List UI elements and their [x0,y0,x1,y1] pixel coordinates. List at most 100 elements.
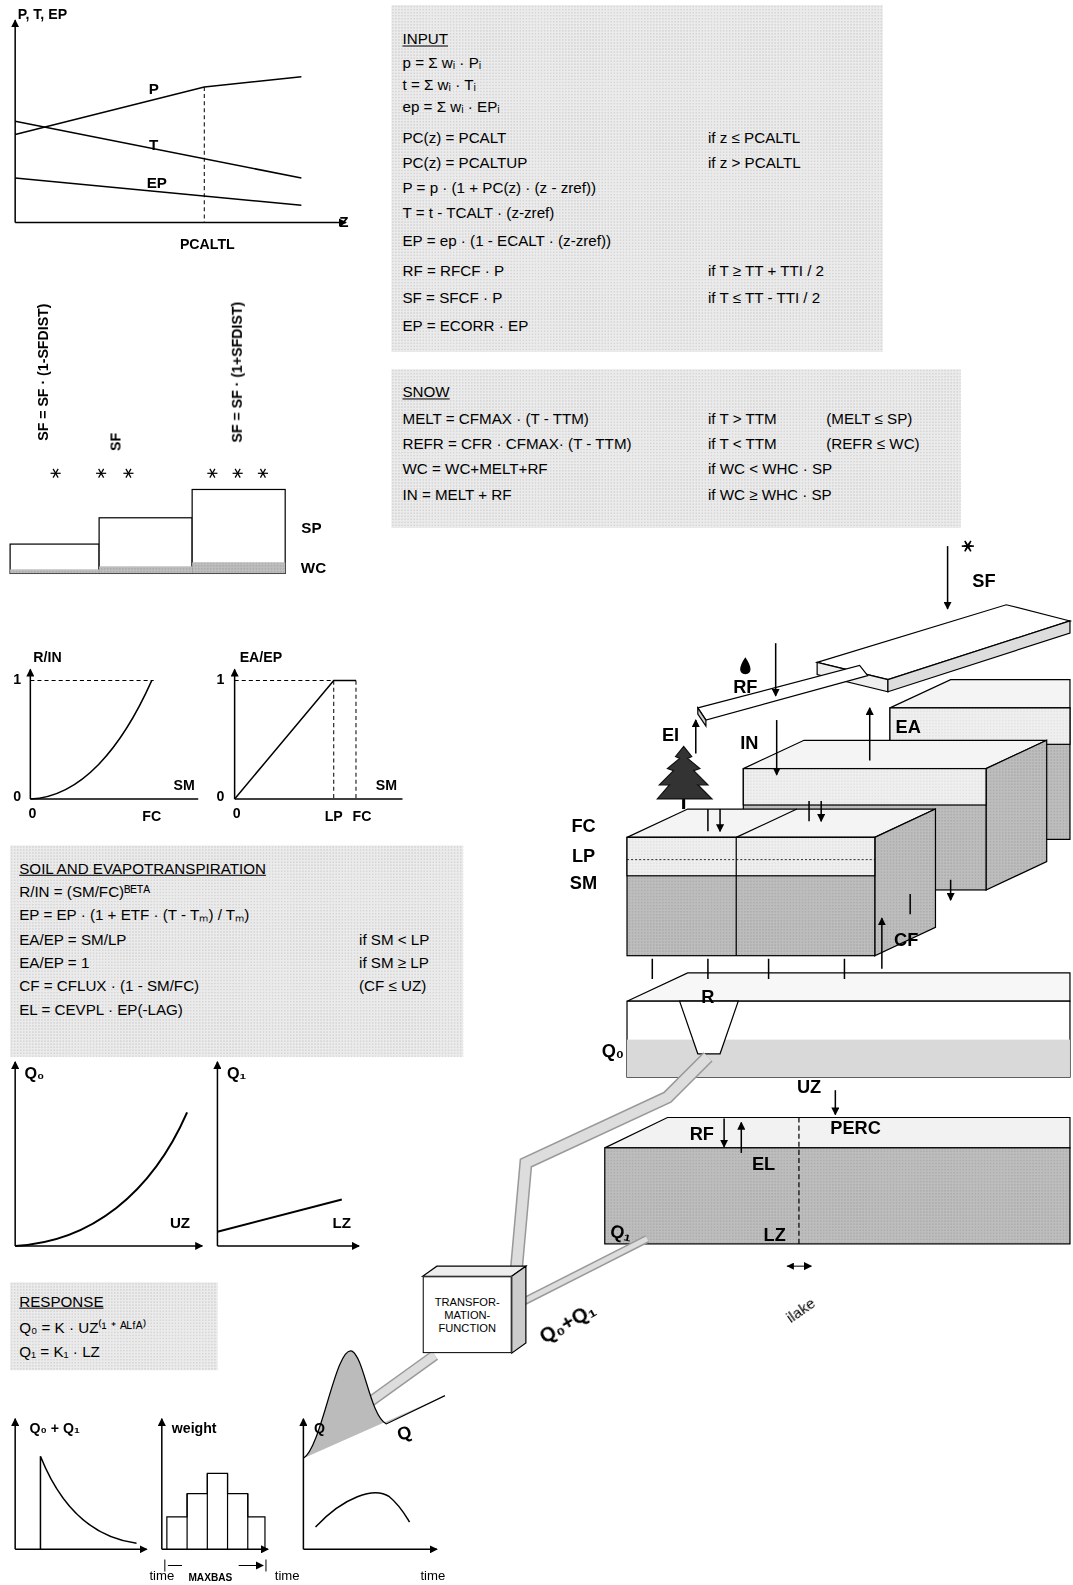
snow-distribution-part [99,566,192,573]
snow-distribution-part-part [210,469,215,478]
diagram-label: 0 [13,789,21,805]
diagram-label: FC [142,809,161,825]
equation-text: CF = CFLUX · (1 - SM/FC) [19,977,199,995]
catchment-block-model-part [605,1117,1070,1147]
hydrograph-charts-part [168,1565,263,1566]
catchment-block-model-part [627,973,1070,1001]
snow-distribution-part [192,489,285,573]
diagram-label: SM [570,874,597,894]
catchment-block-model-part [986,740,1047,890]
equation-text: P = p · (1 + PC(z) · (z - zref)) [403,179,597,197]
catchment-block-model-part [516,1057,708,1276]
hydrograph-charts-part [162,1549,268,1551]
equation-text: RF = RFCF · P [403,262,505,280]
equation-text: SF = SFCF · P [403,289,503,307]
equation-text: MELT = CFMAX · (T - TTM) [403,410,589,428]
catchment-block-model-part [627,837,875,875]
diagram-label: CF [894,931,918,951]
hydrograph-charts-part [165,1559,266,1571]
diagram-label: Q₀ + Q₁ [29,1421,79,1437]
response-curves-part [234,669,236,798]
catchment-block-model-part-part [809,801,821,821]
panel-heading: SOIL AND EVAPOTRANSPIRATION [19,860,266,878]
box-label: TRANSFOR- MATION- FUNCTION [430,1295,505,1334]
hydrograph-charts-part [303,1549,436,1551]
diagram-label: Q₀+Q₁ [535,1298,599,1348]
hydrograph-charts-part [303,1419,305,1549]
diagram-label: LP [325,809,343,825]
diagram-label: SF = SF · (1-SFDIST) [36,304,52,441]
snow-distribution-part-part [260,469,265,478]
diagram-label: weight [172,1421,217,1437]
catchment-block-model-part [303,1351,445,1458]
catchment-block-model-part-part [869,708,871,761]
equation-text: ep = Σ wᵢ · EPᵢ [403,98,500,116]
catchment-block-model-part [798,1117,799,1243]
equation-text: if T > TTM [708,410,777,428]
catchment-block-model-part [787,1266,811,1267]
equation-text: T = t - TCALT · (z-zref) [403,204,555,222]
equation-text: EA/EP = 1 [19,954,89,972]
catchment-block-model-part [627,859,875,860]
diagram-label: SF [972,571,995,591]
equation-text: if SM ≥ LP [359,954,429,972]
catchment-block-model-part [890,680,1070,708]
equation-text: REFR = CFR · CFMAX· (T - TTM) [403,435,632,453]
diagram-label: UZ [797,1078,821,1098]
response-curves-part [15,1245,202,1247]
diagram-label: R/IN [33,650,61,666]
snow-distribution-part-part [235,469,240,478]
snow-distribution-part [10,569,99,573]
diagram-label: 1 [217,672,225,688]
snow-distribution-part-part [260,469,265,478]
snow-distribution-part-part [210,469,215,478]
diagram-label: Q₀ [24,1065,44,1083]
catchment-block-model-part-part [966,543,970,550]
diagram-label: 0 [233,806,241,822]
equation-text: if z ≤ PCALTL [708,128,800,146]
catchment-block-model-part [514,1239,647,1307]
snow-distribution-part [192,562,285,573]
catchment-block-model-part [516,1057,708,1276]
diagram-label: 1 [13,672,21,688]
diagram-label: LZ [764,1226,786,1246]
hydrograph-charts-part [187,1473,248,1549]
diagram-label: ilake [783,1295,818,1327]
equation-text: (MELT ≤ SP) [826,410,912,428]
diagram-label: FC [353,809,372,825]
snow-distribution-part [51,469,268,478]
equation-text: EP = ep · (1 - ECALT · (z-zref)) [403,232,612,250]
diagram-label: time [420,1568,445,1582]
equation-text: EL = CEVPL · EP(-LAG) [19,1001,183,1019]
snow-distribution-part-part [53,469,58,478]
catchment-block-model-part [698,708,706,726]
elevation-chart-part [15,222,346,224]
hydrograph-charts-part [167,1473,265,1549]
diagram-label: SM [173,778,194,794]
equation-text: PC(z) = PCALTUP [403,154,528,172]
diagram-label: Q₀ [602,1042,624,1062]
snow-distribution-part [10,544,99,573]
hydrograph-charts-part [316,1493,410,1527]
hydrograph-charts-part [14,1419,16,1549]
equation-text: EP = ECORR · EP [403,317,529,335]
response-curves-part [217,1062,219,1246]
equation-text: if SM < LP [359,930,429,948]
equation-text: if WC ≥ WHC · SP [708,485,832,503]
equation-text: p = Σ wᵢ · Pᵢ [403,54,482,72]
catchment-block-model-part-part [835,1090,837,1114]
soil-panel: SOIL AND EVAPOTRANSPIRATIONR/IN = (SM/FC… [10,845,463,1056]
diagram-label: UZ [170,1215,190,1232]
transformation-function-box: TRANSFOR- MATION- FUNCTION [423,1276,512,1353]
snow-distribution-part-part [99,469,104,478]
response-curves-part [217,1245,359,1247]
snow-distribution-part-part [99,469,104,478]
diagram-label: SF [109,433,125,451]
diagram-label: SM [376,778,397,794]
snow-panel: SNOWMELT = CFMAX · (T - TTM)if T > TTM(M… [391,369,960,528]
diagram-label: LZ [333,1215,352,1232]
diagram-label: time [149,1568,174,1582]
equation-text: if WC < WHC · SP [708,460,832,478]
catchment-block-model-part [736,809,797,956]
response-curves-part [14,1062,16,1246]
